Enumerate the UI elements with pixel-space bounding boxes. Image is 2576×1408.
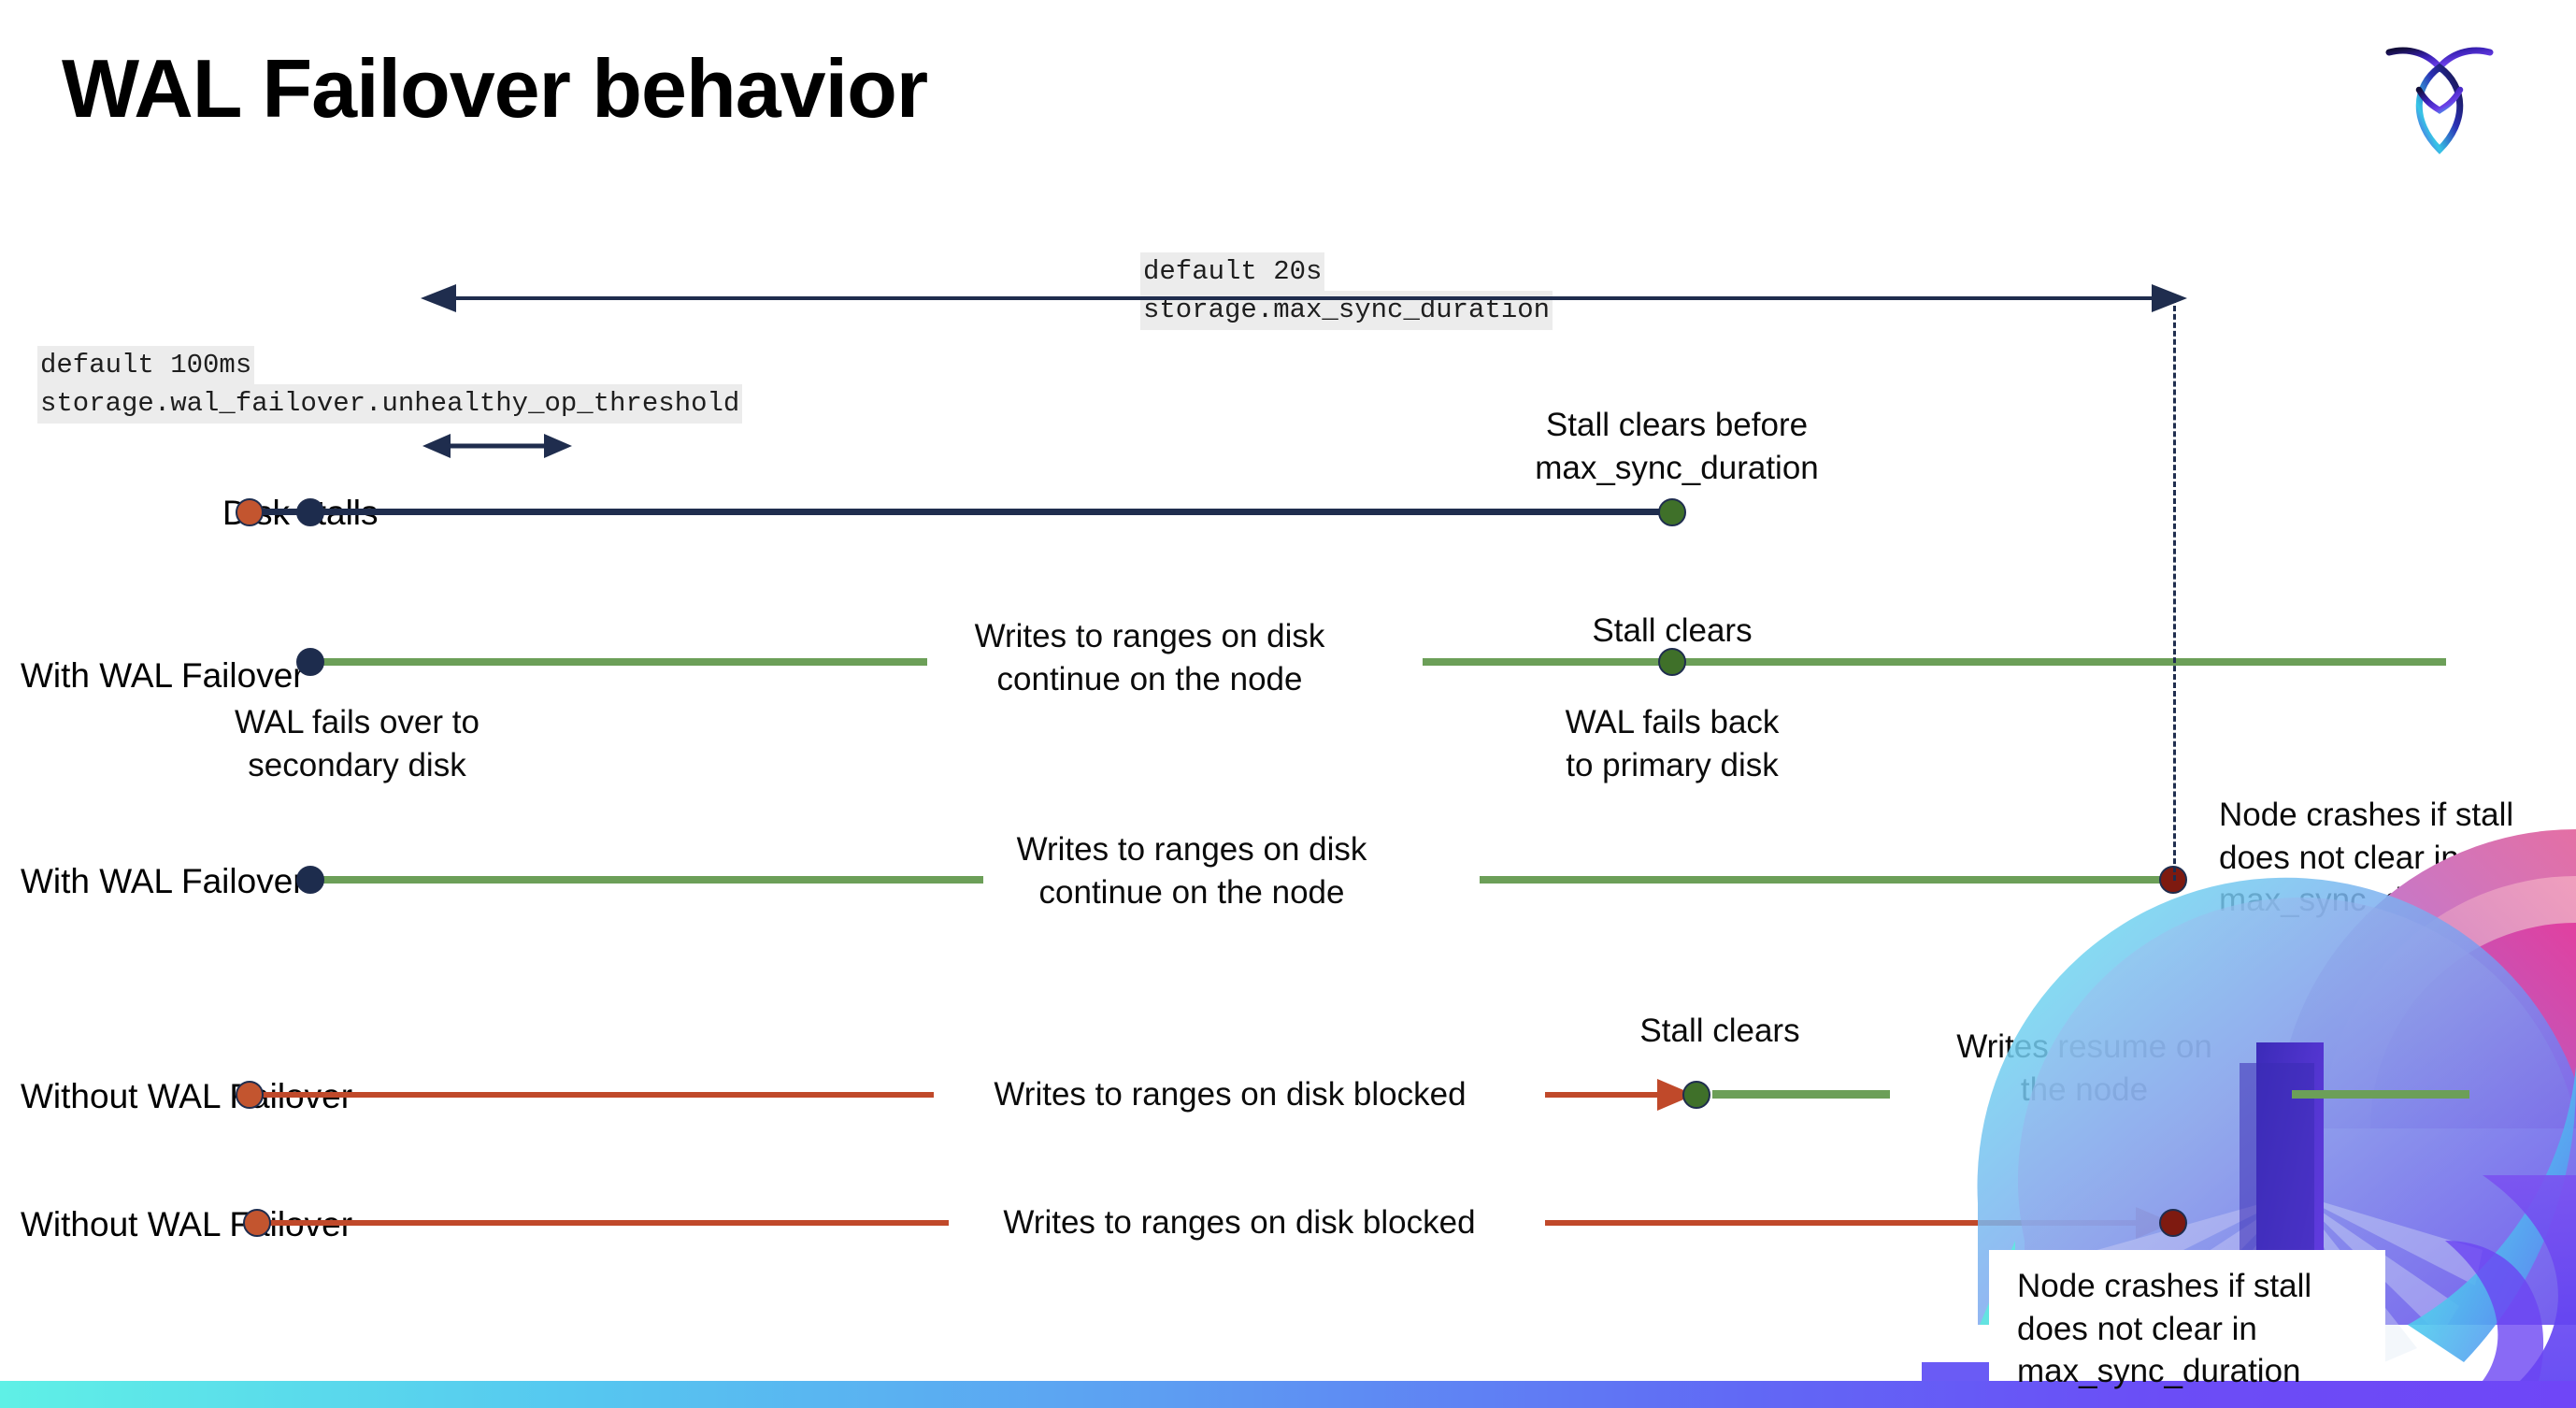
annotation-wal-fails-back-to-primary: WAL fails back to primary disk — [1565, 704, 1780, 783]
annotation-writes-continue-2: Writes to ranges on disk continue on the… — [1016, 831, 1367, 911]
annotation-stall-clears-before-max-sync: Stall clears before max_sync_duration — [1535, 407, 1819, 486]
without-failover-1-resume-segment — [1712, 1090, 1890, 1099]
annotation-writes-continue-1: Writes to ranges on disk continue on the… — [974, 618, 1325, 697]
annotation-wal-fails-over-to-secondary: WAL fails over to secondary disk — [235, 704, 479, 783]
with-failover-1-segment-left — [310, 658, 927, 666]
cockroachdb-logo — [2382, 24, 2497, 161]
with-failover-2-segment-left — [310, 876, 983, 884]
annotation-writes-resume-on-node: Writes resume on the node — [1956, 1028, 2212, 1108]
annotation-writes-blocked-2: Writes to ranges on disk blocked — [1003, 1204, 1476, 1241]
disk-stalls-timeline — [250, 509, 1675, 515]
disk-stall-failover-marker — [296, 498, 324, 526]
without-failover-2-crash-marker — [2159, 1209, 2187, 1237]
without-failover-1-clear-marker — [1682, 1081, 1710, 1109]
annotation-node-crashes-2: Node crashes if stall does not clear in … — [2017, 1268, 2312, 1389]
without-failover-1-blocked-segment — [250, 1092, 934, 1098]
with-failover-1-clear-marker — [1658, 648, 1686, 676]
with-failover-1-segment-right — [1423, 658, 2446, 666]
without-failover-2-start-marker — [243, 1209, 271, 1237]
disk-stall-start-marker — [236, 498, 264, 526]
annotation-writes-blocked-1: Writes to ranges on disk blocked — [994, 1076, 1467, 1113]
with-failover-2-segment-right — [1480, 876, 2173, 884]
row-label-with-wal-failover-1: With WAL Failover — [21, 656, 305, 695]
unhealthy-op-default-value: default 100ms — [37, 346, 255, 385]
disk-stall-clear-marker — [1658, 498, 1686, 526]
without-failover-1-resume-segment-overlay — [2292, 1090, 2469, 1099]
without-failover-2-arrow-to-crash — [1545, 1206, 2173, 1240]
node-crashes-callout: Node crashes if stall does not clear in … — [1989, 1250, 2385, 1389]
unhealthy-op-threshold-label: default 100ms storage.wal_failover.unhea… — [37, 346, 743, 424]
annotation-node-crashes-1: Node crashes if stall does not clear in … — [2219, 797, 2514, 918]
annotation-stall-clears-1: Stall clears — [1592, 612, 1753, 649]
with-failover-1-start-marker — [296, 648, 324, 676]
max-sync-duration-arrow — [421, 280, 2187, 316]
without-failover-1-start-marker — [236, 1081, 264, 1109]
without-failover-1-arrow-to-clear — [1545, 1078, 1695, 1112]
with-failover-2-start-marker — [296, 866, 324, 894]
max-sync-deadline-guide — [2173, 297, 2176, 881]
unhealthy-op-threshold-arrow — [422, 430, 572, 462]
without-failover-2-blocked-segment-left — [257, 1220, 949, 1226]
bottom-gradient-bar — [0, 1381, 2576, 1408]
row-label-with-wal-failover-2: With WAL Failover — [21, 862, 305, 900]
unhealthy-op-setting-name: storage.wal_failover.unhealthy_op_thresh… — [37, 384, 743, 424]
page-title: WAL Failover behavior — [62, 42, 928, 135]
annotation-stall-clears-2: Stall clears — [1639, 1013, 1800, 1049]
max-sync-default-value: default 20s — [1140, 252, 1325, 292]
